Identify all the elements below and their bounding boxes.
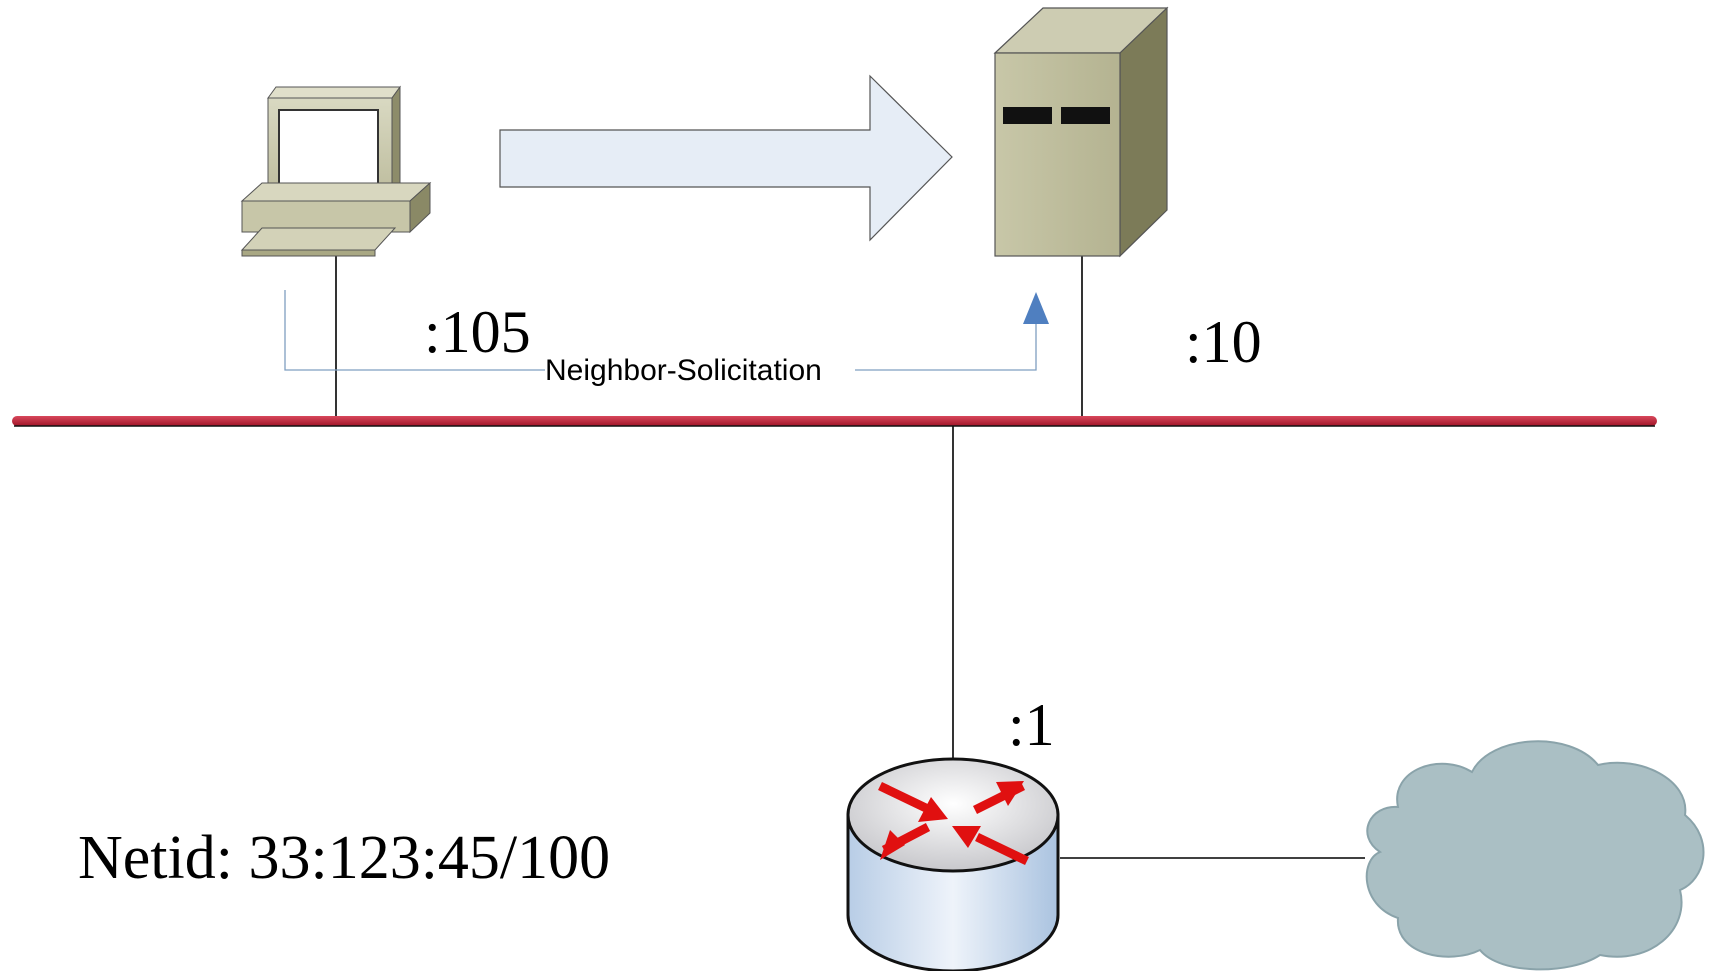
router-address-label: :1 <box>1008 692 1055 758</box>
server-address-label: :10 <box>1185 309 1262 375</box>
router-icon <box>846 757 1060 971</box>
big-arrow-icon <box>499 74 953 242</box>
drive-bay-left <box>1003 107 1052 124</box>
message-arrowhead-icon <box>1023 292 1049 324</box>
drive-bay-right <box>1061 107 1110 124</box>
server-icon <box>993 6 1169 258</box>
message-label: Neighbor-Solicitation <box>545 354 822 387</box>
netid-label: Netid: 33:123:45/100 <box>78 824 610 892</box>
neighbor-solicitation-path <box>284 290 1049 371</box>
cloud-icon <box>1365 740 1705 971</box>
pc-icon <box>240 85 432 257</box>
pc-address-label: :105 <box>424 299 531 365</box>
network-bus <box>12 416 1657 427</box>
